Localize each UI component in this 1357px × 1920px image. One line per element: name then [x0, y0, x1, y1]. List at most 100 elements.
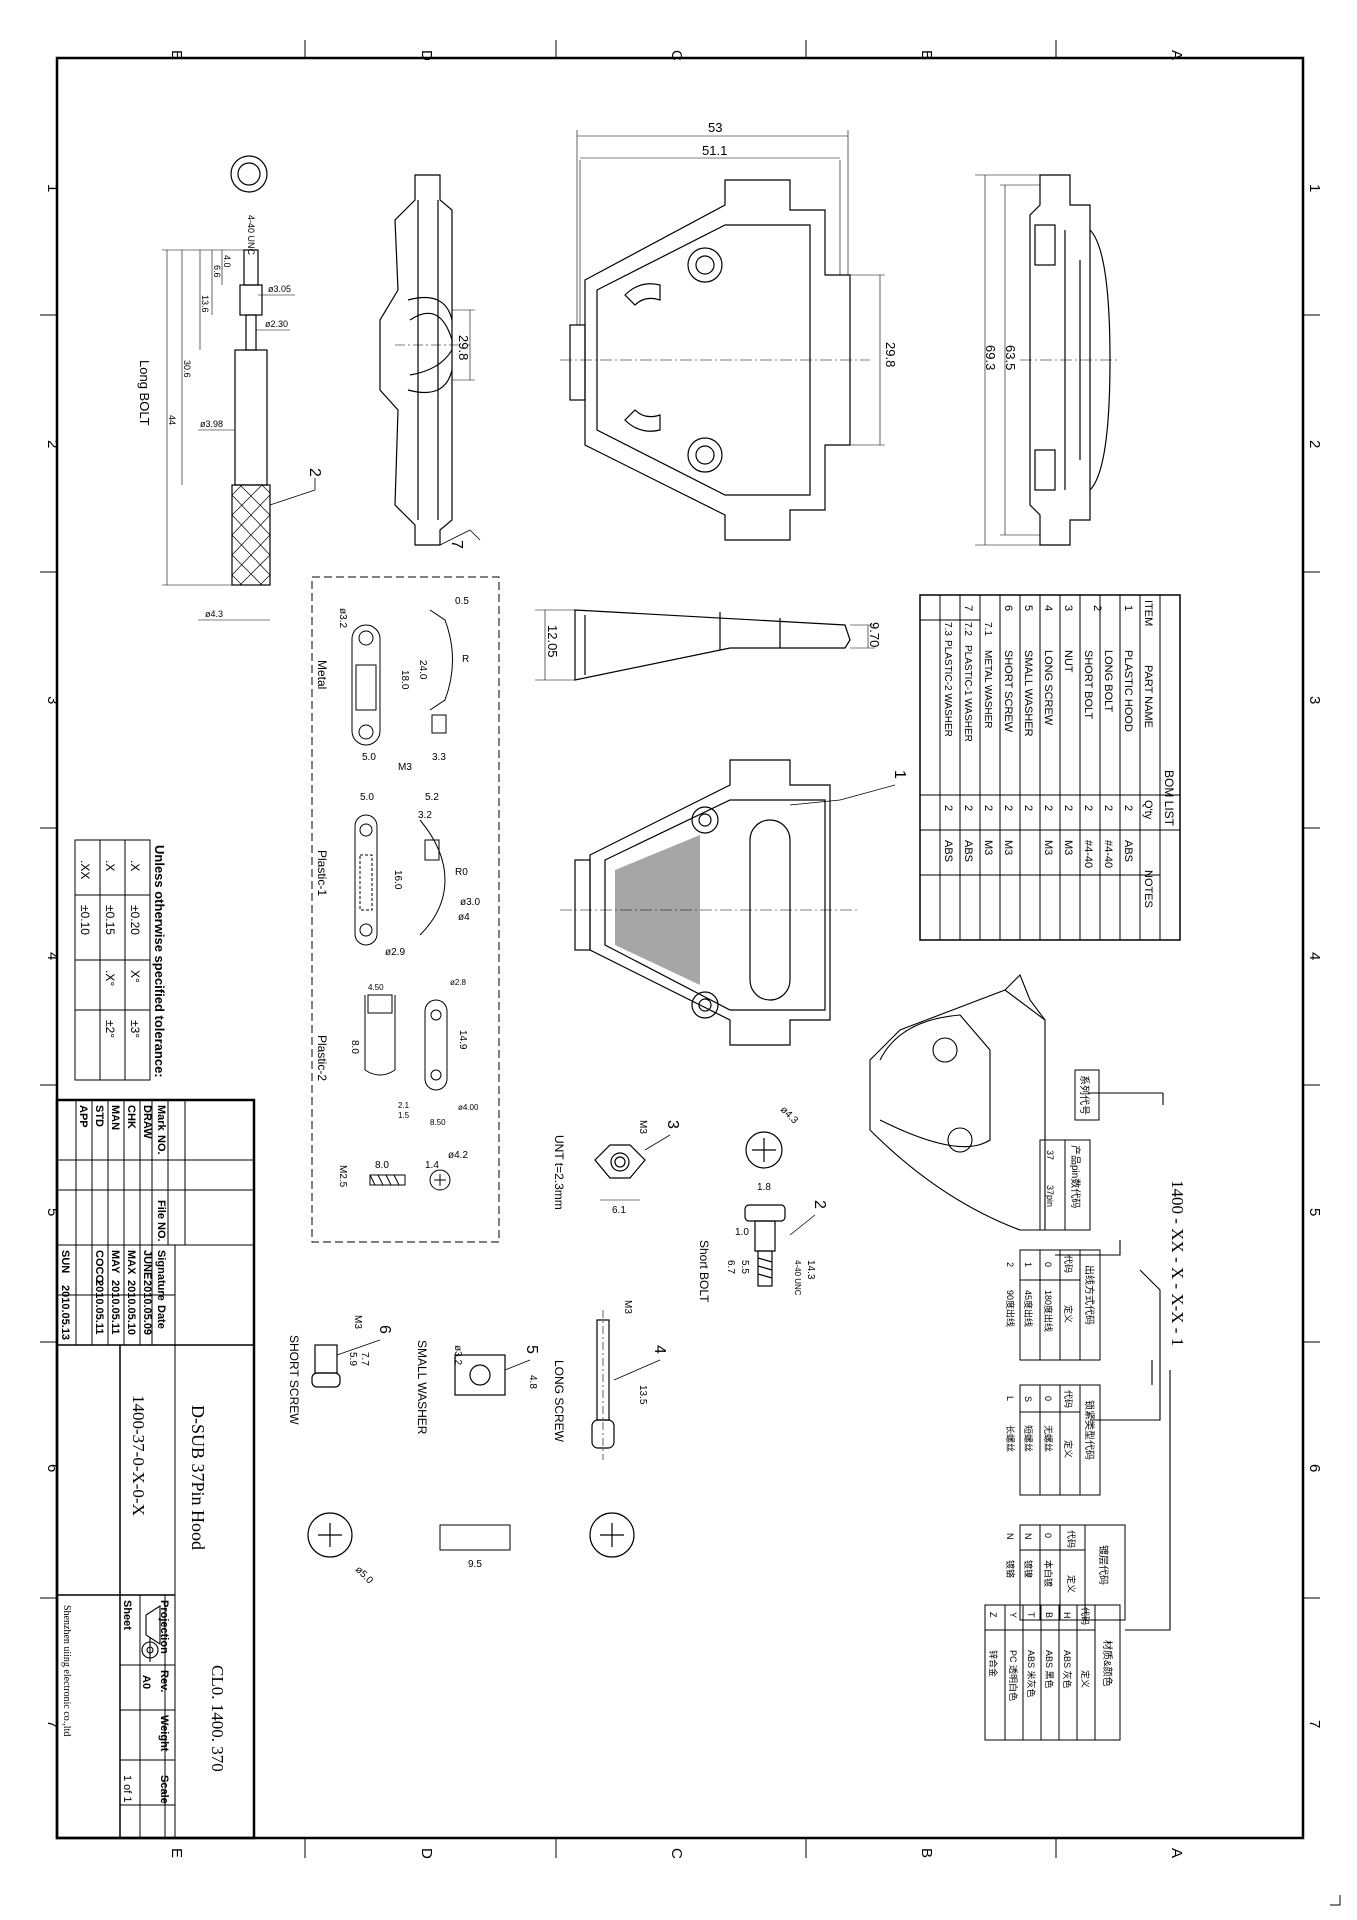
- pn-box-lock-h2: 定义: [1063, 1440, 1074, 1458]
- washer-dim-dia: ø3.2: [452, 1345, 463, 1365]
- pn-box-series-text: 系列代号: [1078, 1075, 1091, 1115]
- metal-dim-0-5: 0.5: [455, 596, 469, 607]
- pn-box-plate-r3c: N: [1005, 1533, 1015, 1540]
- misc-dim-dia-5: ø5.0: [353, 1564, 375, 1586]
- pn-box-plate-r3d: 镀铬: [1005, 1560, 1016, 1578]
- bom-r3-qty: 2: [1082, 805, 1094, 811]
- zone-left-6: 6: [44, 1464, 61, 1472]
- zone-top-1: E: [168, 50, 185, 60]
- part-number-lines: [1055, 1092, 1171, 1631]
- pn-box-exit-r1d: 180度出线: [1043, 1290, 1054, 1332]
- tb-draw-sign: JUNE: [141, 1250, 153, 1279]
- bom-r5-item: 4: [1042, 605, 1054, 611]
- hood-dim-13-70: 29.8: [456, 335, 471, 360]
- zone-left-3: 3: [44, 696, 61, 704]
- washer-detail-labels: Metal Plastic-1 Plastic-2 ø3.2 0.5 24.0 …: [315, 596, 480, 1188]
- bom-r7-notes: M3: [1002, 840, 1014, 855]
- sbolt-balloon: 2: [811, 1200, 828, 1209]
- bom-r10-qty: 2: [942, 805, 954, 811]
- bom-r3-notes: #4-40: [1082, 840, 1094, 868]
- zone-bot-5: A: [1168, 1848, 1185, 1858]
- hood-balloon-7: 7: [448, 540, 465, 549]
- bom-head-qty: Q'ty: [1142, 800, 1154, 820]
- pn-box-plate-r1d: 本白镀: [1043, 1560, 1054, 1587]
- hood-side-view: [379, 174, 481, 546]
- hood-top-view: [535, 609, 875, 681]
- pn-box-mat-r3c: T: [1026, 1612, 1036, 1618]
- sscrew-dim-m3: M3: [352, 1315, 363, 1329]
- tb-app-sign: SUN: [59, 1250, 71, 1273]
- zone-left-1: 1: [44, 184, 61, 192]
- bom-r7-qty: 2: [1002, 805, 1014, 811]
- p2-dim-dia-4: ø4.00: [458, 1103, 479, 1112]
- bom-title: BOM LIST: [1162, 770, 1176, 827]
- bom-r5-notes: M3: [1042, 840, 1054, 855]
- bom-head-notes: NOTES: [1142, 870, 1154, 908]
- tol-r3-b: ±0.10: [78, 905, 92, 935]
- pn-box-mat-r1c: H: [1062, 1612, 1072, 1619]
- bolt-balloon: 2: [306, 468, 323, 477]
- lscrew-balloon: 4: [651, 1345, 668, 1354]
- sscrew-dim-5-9: 5.9: [347, 1352, 358, 1366]
- tol-r1-b: ±0.20: [128, 905, 142, 935]
- bom-r1-notes: ABS: [1122, 840, 1134, 862]
- bom-r2-qty: 2: [1102, 805, 1114, 811]
- zone-left-7: 7: [44, 1720, 61, 1728]
- title-block-text: Mark NO. File NO. Signature Date DRAW JU…: [59, 1105, 227, 1804]
- zone-right-3: 3: [1306, 696, 1323, 704]
- tb-draw-label: DRAW: [141, 1105, 153, 1139]
- bom-r6-qty: 2: [1022, 805, 1034, 811]
- washer-label-metal: Metal: [315, 660, 329, 689]
- tol-r2-d: ±2°: [103, 1020, 117, 1038]
- pn-box-mat-h2: 定义: [1080, 1670, 1091, 1688]
- pn-box-exit: 出线方式代码 代码 定义 0 180度出线 1 45度出线 2 90度出线: [1005, 1249, 1101, 1361]
- tb-head-file: File NO.: [155, 1200, 167, 1242]
- hood-balloon-1: 1: [891, 770, 908, 779]
- p2-dim-8-0: 8.0: [349, 1040, 360, 1054]
- tb-head-signature: Signature: [155, 1250, 167, 1301]
- tb-std-label: STD: [93, 1105, 105, 1127]
- tb-app-label: APP: [77, 1105, 89, 1128]
- bom-r4-notes: M3: [1062, 840, 1074, 855]
- metal-dim-3-3: 3.3: [432, 752, 446, 763]
- small-parts-drawing: [307, 1131, 816, 1558]
- metal-dim-r: R: [462, 654, 469, 665]
- washer-balloon: 5: [523, 1345, 540, 1354]
- tol-r2-a: .X: [103, 860, 117, 871]
- misc-dim-9-5: 9.5: [468, 1559, 482, 1570]
- tb-drawing-number: CL0. 1400. 370: [208, 1665, 227, 1772]
- pn-box-mat-title: 材质&颜色: [1101, 1640, 1114, 1687]
- tb-weight-label: Weight: [158, 1715, 170, 1752]
- pn-box-pins: 产品pin数代码 37 37pin: [1039, 1139, 1091, 1231]
- bom-r1-item: 1: [1122, 605, 1134, 611]
- long-bolt-drawing: [162, 155, 316, 621]
- tol-r2-b: ±0.15: [103, 905, 117, 935]
- bom-r2-item: 2: [1091, 605, 1103, 611]
- pn-box-mat-r4d: PC 透明白色: [1008, 1650, 1019, 1701]
- bolt-dim-dia-3-98: ø3.98: [200, 419, 223, 429]
- nut-dim-6-1: 6.1: [612, 1205, 626, 1216]
- sbolt-dim-5-5: 5.5: [739, 1260, 750, 1274]
- long-bolt-labels: Long BOLT 4-40 UNC 4.0 6.6 13.6 30.6 44 …: [137, 215, 323, 619]
- bom-r7-name: SHORT SCREW: [1002, 650, 1014, 733]
- washer-caption: SMALL WASHER: [415, 1340, 429, 1435]
- bom-r2-name: LONG BOLT: [1102, 650, 1114, 712]
- p1-dim-5-2: 5.2: [425, 792, 439, 803]
- pn-box-lock-h1: 代码: [1063, 1390, 1073, 1408]
- bom-r4-qty: 2: [1062, 805, 1074, 811]
- tb-scale-label: Scale: [158, 1775, 170, 1804]
- pn-box-exit-r3c: 2: [1005, 1262, 1015, 1267]
- bom-r8-item: 7.1: [982, 622, 993, 636]
- hood-dim-29-8: 29.8: [883, 342, 898, 367]
- misc-dim-dia-4-3: ø4.3: [778, 1104, 800, 1126]
- pn-box-lock-r3c: L: [1005, 1396, 1015, 1401]
- pn-box-plate-r2d: 镀镍: [1023, 1560, 1034, 1578]
- zone-right-1: 1: [1306, 184, 1323, 192]
- tb-app-date: 2010.05.13: [59, 1285, 71, 1340]
- sbolt-dim-1-8: 1.8: [757, 1182, 771, 1193]
- zone-bot-4: B: [918, 1848, 935, 1858]
- bolt-dim-44: 44: [167, 415, 177, 425]
- hood-side-labels: 29.8 7: [448, 335, 471, 549]
- projection-symbol-icon: [141, 1604, 161, 1662]
